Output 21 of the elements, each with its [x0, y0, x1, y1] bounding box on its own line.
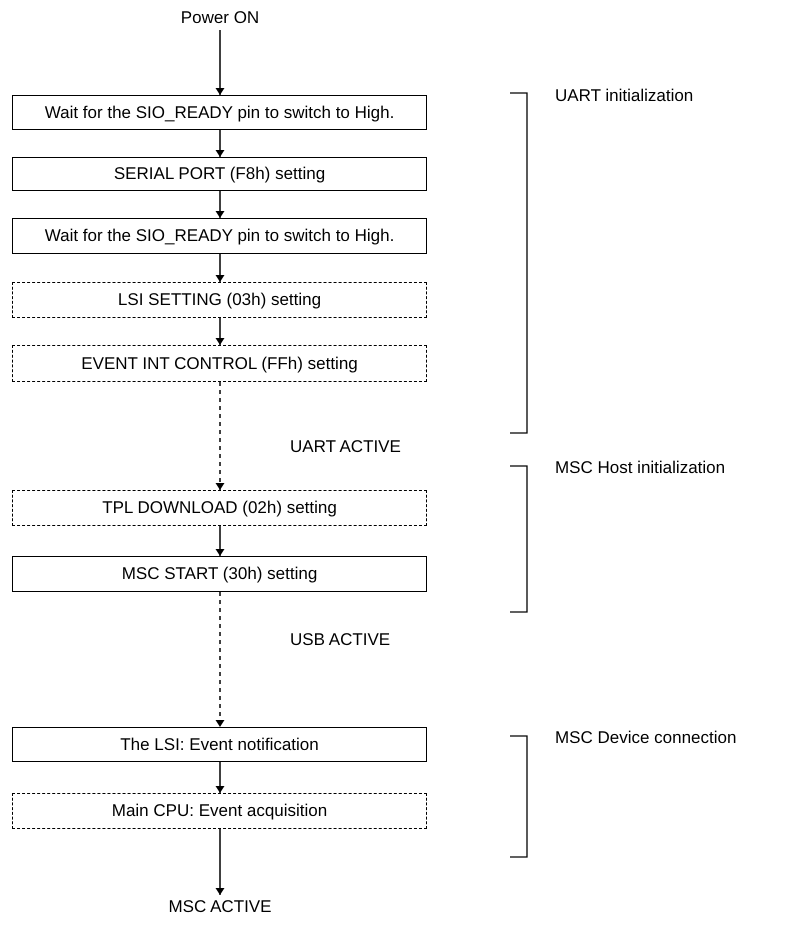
arrow	[216, 762, 224, 793]
arrow	[216, 592, 224, 727]
process-box: TPL DOWNLOAD (02h) setting	[12, 490, 427, 526]
process-box: EVENT INT CONTROL (FFh) setting	[12, 345, 427, 382]
arrow	[216, 526, 224, 556]
process-box: LSI SETTING (03h) setting	[12, 282, 427, 318]
flow-text: MSC ACTIVE	[150, 895, 290, 919]
arrow	[216, 829, 224, 895]
arrow	[216, 191, 224, 218]
arrow	[216, 318, 224, 345]
process-box: Wait for the SIO_READY pin to switch to High.	[12, 95, 427, 130]
process-box: Main CPU: Event acquisition	[12, 793, 427, 829]
arrow	[216, 254, 224, 282]
process-box: Wait for the SIO_READY pin to switch to High.	[12, 218, 427, 254]
arrow	[216, 130, 224, 157]
arrow	[216, 382, 224, 490]
process-box: SERIAL PORT (F8h) setting	[12, 157, 427, 191]
process-box: MSC START (30h) setting	[12, 556, 427, 592]
process-box: The LSI: Event notification	[12, 727, 427, 762]
flow-text: Power ON	[160, 6, 280, 30]
arrow	[216, 30, 224, 95]
